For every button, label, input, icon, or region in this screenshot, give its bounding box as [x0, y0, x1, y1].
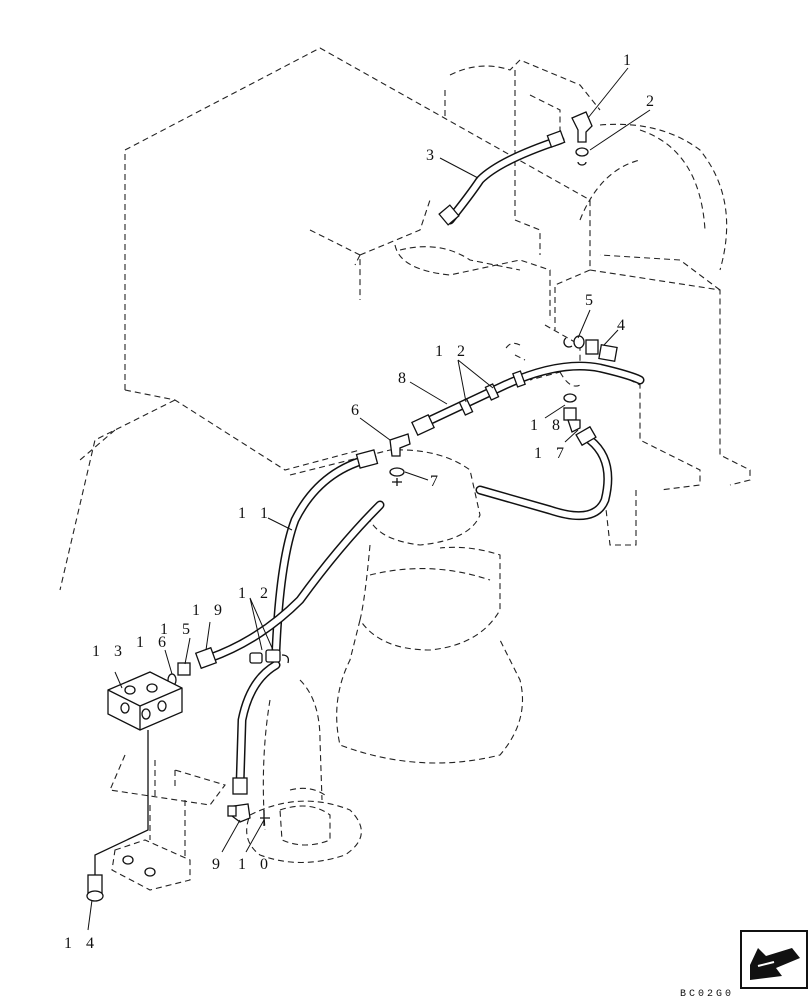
- hose-8: [415, 361, 645, 430]
- callout-13: 1 3: [92, 643, 127, 660]
- callout-18: 1 8: [530, 417, 565, 434]
- callout-5: 5: [585, 292, 598, 309]
- hose-11: [271, 453, 377, 655]
- callout-10: 1 0: [238, 856, 273, 873]
- fittings: [167, 111, 618, 826]
- valve-block: [107, 671, 183, 790]
- back-arrow-icon[interactable]: [740, 930, 808, 989]
- callout-labels: 1 2 3 4 5 6 7 8 9 1 0 1 1 1 2 1 2 1 3 1 …: [64, 52, 659, 952]
- callout-14: 1 4: [64, 935, 99, 952]
- machine-outline: [59, 47, 751, 891]
- callout-7: 7: [430, 473, 443, 490]
- callout-16: 1 6: [136, 634, 171, 651]
- callout-leaders: [87, 67, 651, 931]
- callout-9: 9: [212, 856, 225, 873]
- hose-19: [205, 500, 385, 663]
- callout-4: 4: [617, 317, 630, 334]
- hose-11-lower: [235, 660, 281, 790]
- callout-17: 1 7: [534, 445, 569, 462]
- callout-6: 6: [351, 402, 364, 419]
- callout-8: 8: [398, 370, 411, 387]
- callout-12-lower: 1 2: [238, 585, 273, 602]
- callout-12-upper: 1 2: [435, 343, 470, 360]
- callout-19: 1 9: [192, 602, 227, 619]
- callout-2: 2: [646, 93, 659, 110]
- callout-3: 3: [426, 147, 439, 164]
- hose-3: [445, 135, 565, 225]
- callout-1: 1: [623, 52, 636, 69]
- callout-11: 1 1: [238, 505, 273, 522]
- callout-15: 1 5: [160, 621, 195, 638]
- bolt-14: [86, 790, 156, 902]
- hose-17: [475, 435, 613, 521]
- drawing-code: BC02G0: [680, 989, 734, 1000]
- hose-clamps: [249, 370, 526, 664]
